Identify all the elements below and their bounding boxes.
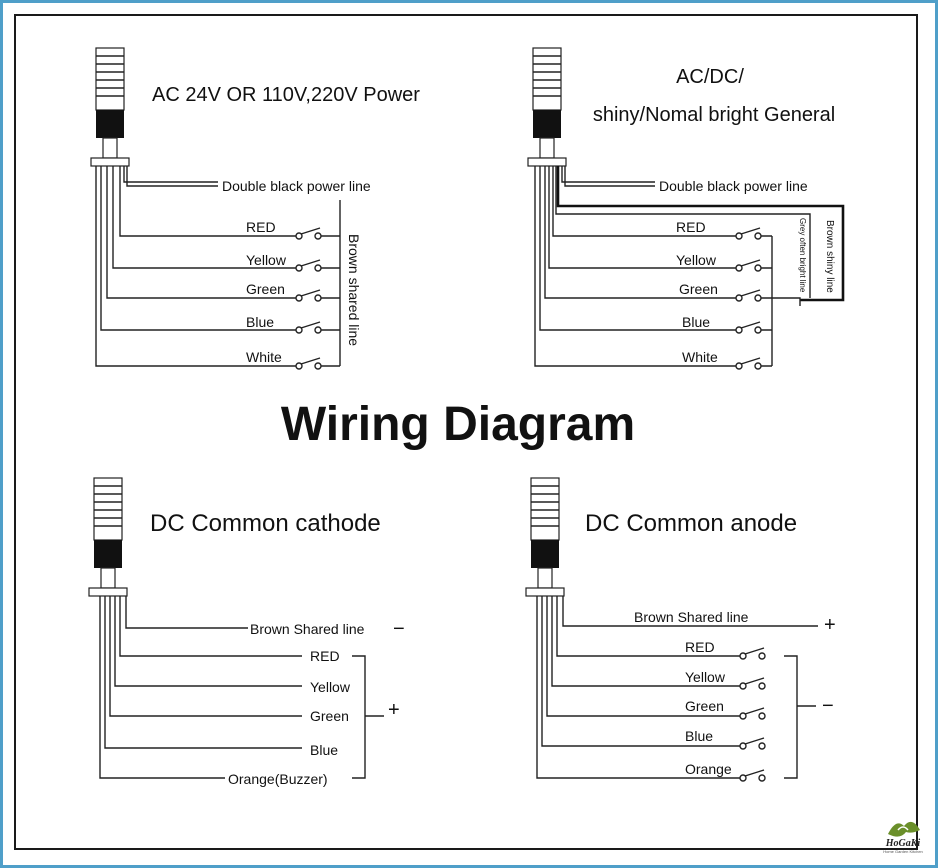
wire-white (95, 166, 296, 367)
wire-label-red: RED (310, 648, 340, 664)
wire-label-white: White (246, 349, 282, 365)
panel-acdc-heading-2: shiny/Nomal bright General (593, 104, 835, 126)
wire-white (534, 166, 736, 367)
brown-shiny-wire (556, 166, 845, 302)
bus-link (772, 297, 801, 306)
svg-text:Home Garden Kitchen: Home Garden Kitchen (883, 849, 923, 854)
group-bracket (784, 655, 816, 779)
panel-cathode: DC Common cathode Brown Shared line − RE… (88, 477, 405, 787)
power-label: Double black power line (659, 178, 808, 194)
main-title: Wiring Diagram (281, 398, 635, 451)
wire-yellow (548, 166, 736, 269)
grey-bright-wire (555, 166, 811, 298)
wire-red (119, 596, 302, 657)
panel-ac: AC 24V OR 110V,220V Power Double black p… (90, 47, 420, 370)
wire-yellow (551, 596, 740, 687)
wire-blue (100, 166, 296, 331)
hogaki-logo: HoGaKi Home Garden Kitchen (878, 812, 928, 858)
shared-sign: − (393, 618, 405, 640)
wire-label-green: Green (310, 708, 349, 724)
panel-anode: DC Common anode Brown Shared line + RED … (525, 477, 836, 782)
brown-shiny-label: Brown shiny line (824, 220, 835, 293)
wire-label-yellow: Yellow (676, 252, 717, 268)
panel-acdc: AC/DC/ shiny/Nomal bright General Double… (527, 47, 845, 370)
panel-acdc-heading-1: AC/DC/ (676, 66, 744, 88)
power-label: Double black power line (222, 178, 371, 194)
wire-label-blue: Blue (246, 314, 274, 330)
group-bracket (352, 655, 384, 779)
wire-label-red: RED (676, 219, 706, 235)
wire-label-blue: Blue (685, 728, 713, 744)
switch-icon (295, 227, 322, 370)
tower-light-icon (527, 47, 567, 167)
switch-icon (735, 227, 762, 370)
wire-green (544, 166, 736, 299)
shared-wire (562, 596, 818, 627)
wire-green (106, 166, 296, 299)
wire-red (119, 166, 296, 237)
shared-label: Brown shared line (346, 234, 362, 346)
wire-label-green: Green (679, 281, 718, 297)
switch-bus (761, 235, 773, 367)
wire-red (552, 166, 736, 237)
wire-label-yellow: Yellow (685, 669, 726, 685)
group-sign: + (388, 699, 400, 721)
wire-label-orange: Orange(Buzzer) (228, 771, 328, 787)
shared-label: Brown Shared line (634, 609, 749, 625)
wire-yellow (114, 596, 302, 687)
wire-red (556, 596, 740, 657)
wire-label-blue: Blue (682, 314, 710, 330)
wire-blue (104, 596, 302, 749)
wire-orange (99, 596, 225, 779)
wire-label-red: RED (246, 219, 276, 235)
wire-blue (541, 596, 740, 747)
shared-wire (125, 596, 248, 629)
tower-light-icon (90, 47, 130, 167)
wire-label-yellow: Yellow (310, 679, 351, 695)
power-wire (561, 166, 655, 187)
shared-bus (321, 200, 341, 367)
group-sign: − (822, 695, 834, 717)
wire-label-blue: Blue (310, 742, 338, 758)
wire-orange (536, 596, 740, 779)
wire-green (546, 596, 740, 717)
svg-text:HoGaKi: HoGaKi (885, 838, 921, 849)
shared-sign: + (824, 614, 836, 636)
wire-blue (539, 166, 736, 331)
shared-label: Brown Shared line (250, 621, 365, 637)
grey-label: Grey often bright line (798, 218, 807, 293)
tower-light-icon (88, 477, 128, 597)
wire-label-green: Green (685, 698, 724, 714)
panel-cathode-heading: DC Common cathode (150, 510, 381, 537)
wire-label-white: White (682, 349, 718, 365)
wire-label-orange: Orange (685, 761, 732, 777)
wire-label-yellow: Yellow (246, 252, 287, 268)
wire-label-red: RED (685, 639, 715, 655)
wire-green (109, 596, 302, 717)
panel-ac-heading: AC 24V OR 110V,220V Power (152, 84, 420, 106)
wire-label-green: Green (246, 281, 285, 297)
tower-light-icon (525, 477, 565, 597)
wire-yellow (112, 166, 296, 269)
panel-anode-heading: DC Common anode (585, 510, 797, 537)
switch-icon (739, 647, 766, 782)
inner-frame (14, 14, 918, 850)
power-wire (123, 166, 218, 187)
